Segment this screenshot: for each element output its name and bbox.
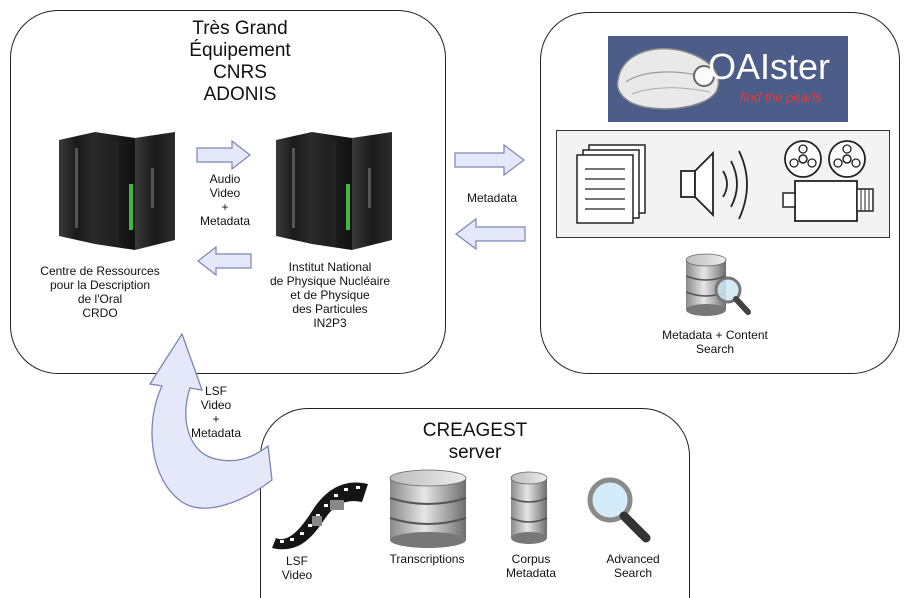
upload-label-line: LSF [204, 384, 227, 398]
tge-title-line: Équipement [189, 40, 291, 61]
oyster-pearl-icon [616, 47, 720, 110]
advanced-search-label: Advanced Search [588, 552, 678, 580]
in2p3-label-line: IN2P3 [313, 316, 347, 330]
crdo-label-line: CRDO [82, 306, 118, 320]
transfer-arrow-right [196, 139, 251, 171]
in2p3-label: Institut National de Physique Nucléaire … [250, 260, 410, 330]
lsf-video-label-line: Video [281, 568, 313, 582]
search-label-line: Search [695, 342, 735, 356]
upload-curved-arrow [148, 332, 273, 509]
metadata-arrow-right [454, 143, 525, 177]
creagest-title-line: CREAGEST [422, 420, 528, 441]
search-label-line: Metadata + Content [662, 328, 768, 342]
advanced-search-magnifier-icon [587, 477, 651, 543]
corpus-metadata-label-line: Metadata [505, 566, 557, 580]
metadata-content-search-label: Metadata + Content Search [650, 328, 780, 356]
in2p3-server-icon [276, 132, 392, 250]
transfer-label: Audio Video + Metadata [190, 172, 260, 228]
transcriptions-label-line: Transcriptions [389, 552, 465, 566]
oaister-tagline: find the pearls [740, 90, 822, 105]
upload-label: LSF Video + Metadata [176, 384, 256, 440]
transcriptions-label: Transcriptions [370, 552, 484, 566]
crdo-label-line: Centre de Ressources [40, 264, 160, 278]
crdo-label-line: de l'Oral [77, 292, 123, 306]
creagest-title: CREAGEST server [390, 420, 560, 464]
transfer-label-line: + [221, 200, 229, 214]
lsf-video-label-line: LSF [285, 554, 308, 568]
transfer-label-line: Video [209, 186, 241, 200]
crdo-label: Centre de Ressources pour la Description… [30, 264, 170, 320]
film-strip-icon [272, 482, 368, 550]
in2p3-label-line: Institut National [288, 260, 372, 274]
metadata-arrow-left [455, 217, 526, 251]
advanced-search-label-line: Advanced [606, 552, 660, 566]
metadata-label: Metadata [466, 191, 518, 205]
upload-label-line: Metadata [190, 426, 242, 440]
tge-title-line: CNRS [213, 62, 267, 83]
media-types-box [556, 130, 890, 238]
database-search-icon [685, 253, 751, 316]
corpus-metadata-database-icon [510, 471, 548, 544]
speaker-icon [680, 150, 748, 220]
transfer-label-line: Metadata [199, 214, 251, 228]
upload-label-line: Video [200, 398, 232, 412]
tge-title-line: ADONIS [203, 84, 277, 105]
crdo-server-icon [59, 132, 175, 250]
lsf-video-label: LSF Video [272, 554, 322, 582]
transcriptions-database-icon [389, 469, 467, 548]
in2p3-label-line: et de Physique [290, 288, 370, 302]
upload-label-line: + [212, 412, 220, 426]
oaister-logo: OAIster find the pearls [608, 36, 848, 122]
transfer-arrow-left [197, 245, 252, 277]
corpus-metadata-label-line: Corpus [511, 552, 551, 566]
tge-title-line: Très Grand [192, 18, 288, 39]
advanced-search-label-line: Search [613, 566, 653, 580]
transfer-label-line: Audio [209, 172, 241, 186]
in2p3-label-line: de Physique Nucléaire [269, 274, 391, 288]
film-projector-icon [782, 140, 874, 222]
documents-icon [576, 144, 646, 224]
creagest-title-line: server [448, 442, 502, 463]
in2p3-label-line: des Particules [292, 302, 368, 316]
oaister-logo-text: OAIster [708, 46, 831, 87]
crdo-label-line: pour la Description [49, 278, 151, 292]
corpus-metadata-label: Corpus Metadata [496, 552, 566, 580]
tge-title: Très Grand Équipement CNRS ADONIS [150, 18, 330, 106]
